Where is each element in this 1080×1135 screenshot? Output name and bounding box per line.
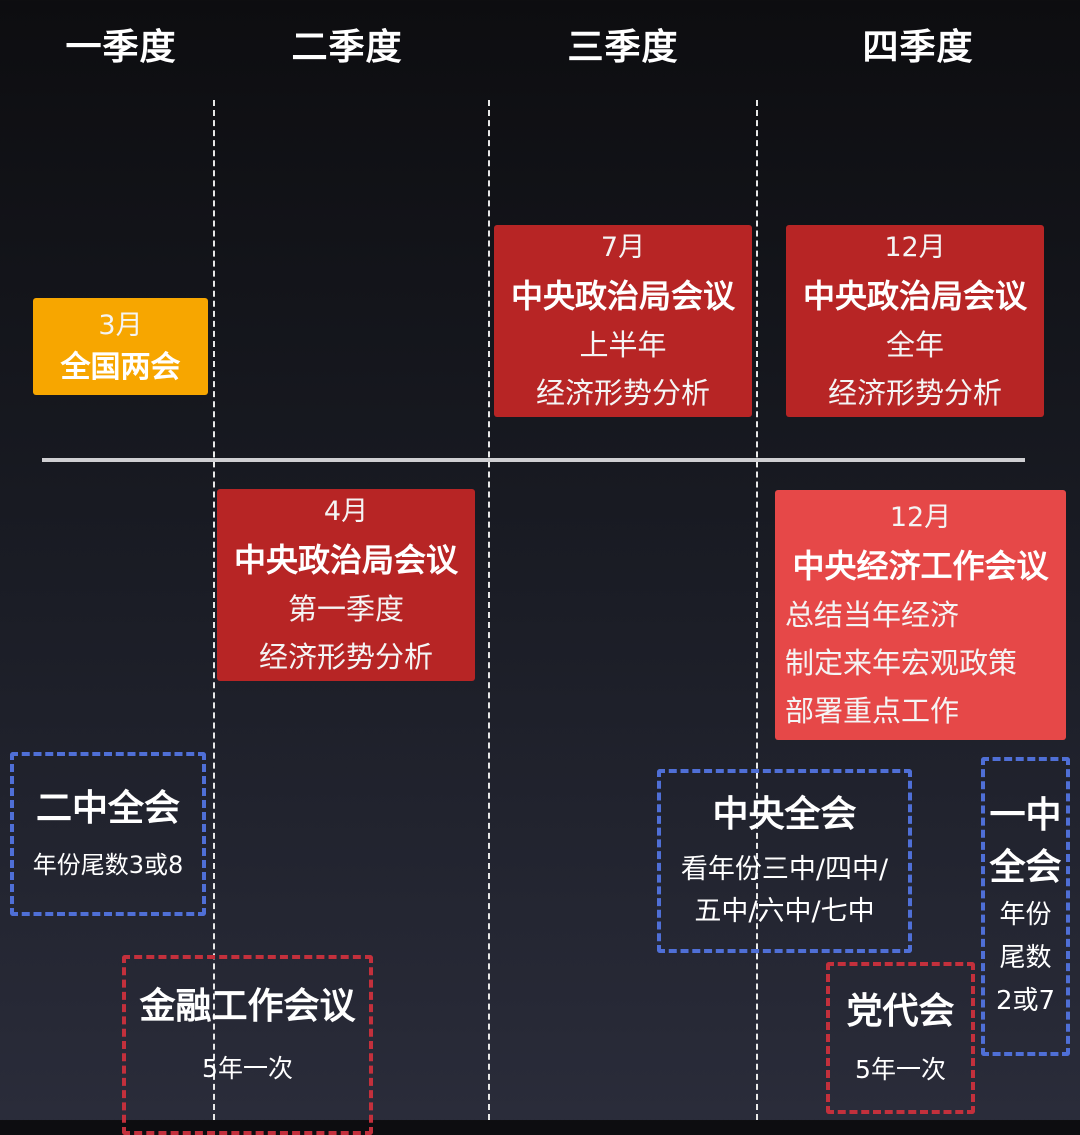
line: 经济形势分析 — [827, 376, 1002, 410]
line: 全年 — [885, 328, 944, 362]
politburo-july-box: 7月 中央政治局会议 上半年 经济形势分析 — [494, 225, 752, 417]
party-congress-box: 党代会 5年一次 — [826, 962, 975, 1114]
line: 经济形势分析 — [258, 640, 433, 674]
note: 五中/六中/七中 — [694, 896, 875, 927]
title: 二中全会 — [35, 788, 180, 829]
note: 看年份三中/四中/ — [680, 854, 889, 885]
note: 5年一次 — [855, 1055, 946, 1084]
politburo-april-box: 4月 中央政治局会议 第一季度 经济形势分析 — [217, 489, 475, 681]
quarter-divider-2 — [488, 100, 490, 1120]
header-q4: 四季度 — [862, 27, 974, 68]
central-plenum-box: 中央全会 看年份三中/四中/ 五中/六中/七中 — [657, 769, 912, 953]
economic-work-conference-box: 12月 中央经济工作会议 总结当年经济 制定来年宏观政策 部署重点工作 — [775, 490, 1066, 740]
title: 中央经济工作会议 — [792, 547, 1049, 585]
note: 尾数 — [999, 943, 1052, 973]
second-plenum-box: 二中全会 年份尾数3或8 — [10, 752, 206, 916]
month: 12月 — [884, 232, 946, 263]
line: 部署重点工作 — [785, 694, 960, 728]
line: 上半年 — [579, 328, 667, 362]
quarter-divider-3 — [756, 100, 758, 1120]
month: 12月 — [889, 502, 952, 533]
first-plenum-box: 一中 全会 年份 尾数 2或7 — [981, 757, 1070, 1056]
line: 总结当年经济 — [785, 598, 960, 632]
note: 年份尾数3或8 — [32, 851, 184, 879]
header-q2: 二季度 — [291, 27, 403, 68]
line: 制定来年宏观政策 — [785, 646, 1018, 680]
line: 经济形势分析 — [535, 376, 710, 410]
title: 中央政治局会议 — [510, 277, 735, 315]
npc-title: 全国两会 — [60, 349, 181, 385]
title: 中央政治局会议 — [802, 277, 1027, 315]
npc-month: 3月 — [98, 309, 143, 341]
month: 7月 — [600, 232, 646, 263]
note: 2或7 — [995, 986, 1056, 1016]
title: 金融工作会议 — [139, 986, 356, 1027]
header-q1: 一季度 — [65, 27, 177, 68]
title: 全会 — [989, 847, 1062, 888]
month: 4月 — [323, 496, 369, 527]
line: 第一季度 — [287, 592, 404, 626]
title: 中央全会 — [712, 794, 857, 835]
politburo-december-box: 12月 中央政治局会议 全年 经济形势分析 — [786, 225, 1044, 417]
note: 年份 — [999, 900, 1052, 930]
title: 一中 — [989, 795, 1062, 836]
title: 党代会 — [846, 991, 955, 1032]
title: 中央政治局会议 — [233, 541, 458, 579]
horizontal-divider — [42, 458, 1025, 462]
quarter-divider-1 — [213, 100, 215, 1120]
npc-box: 3月 全国两会 — [33, 298, 208, 395]
header-q3: 三季度 — [567, 27, 679, 68]
note: 5年一次 — [202, 1054, 293, 1083]
finance-conference-box: 金融工作会议 5年一次 — [122, 955, 373, 1135]
